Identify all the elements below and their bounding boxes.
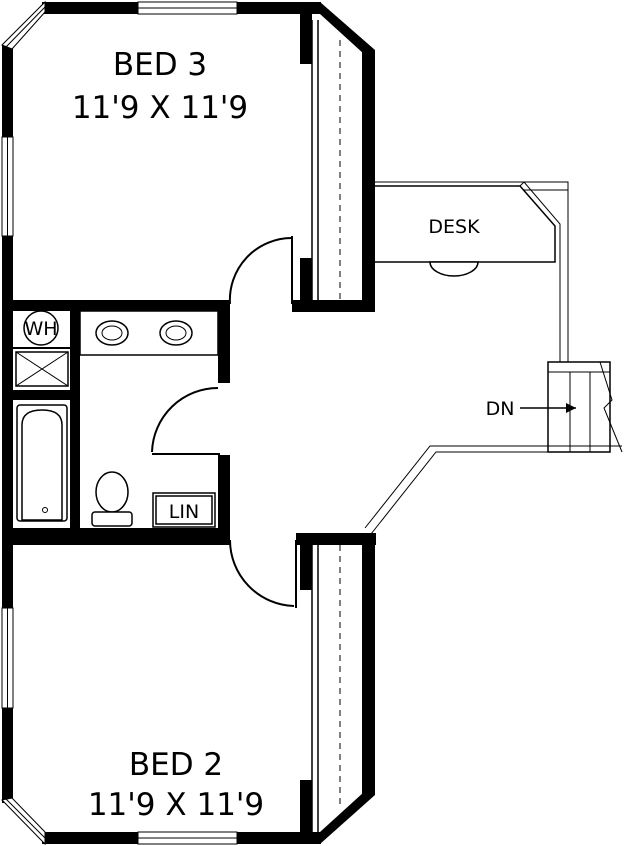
linen-closet: LIN	[152, 492, 216, 528]
bed3-name: BED 3	[113, 47, 207, 83]
bathtub	[16, 404, 68, 522]
stair: DN	[486, 361, 623, 453]
stair-down-label: DN	[486, 398, 515, 420]
bed2-door	[229, 539, 297, 608]
desk-label: DESK	[428, 216, 480, 238]
linen-label: LIN	[169, 501, 199, 523]
bed3-windows	[1, 0, 238, 237]
desk-area: DESK	[375, 181, 569, 362]
bed3-door	[228, 236, 293, 305]
water-heater-label: WH	[24, 318, 57, 340]
bed3-size: 11'9 X 11'9	[72, 90, 248, 126]
bed2-windows	[0, 607, 238, 846]
hall-angled-wall	[364, 445, 548, 535]
toilet	[91, 471, 133, 527]
bed2-name: BED 2	[129, 747, 223, 783]
bed3-walls	[2, 2, 375, 546]
bath-door	[151, 387, 220, 455]
bed3-closet	[311, 13, 363, 300]
bed2-size: 11'9 X 11'9	[88, 787, 264, 823]
bed2-closet	[311, 545, 363, 833]
water-heater: WH	[23, 310, 59, 346]
storage-box	[15, 351, 69, 387]
vanity	[79, 310, 219, 356]
